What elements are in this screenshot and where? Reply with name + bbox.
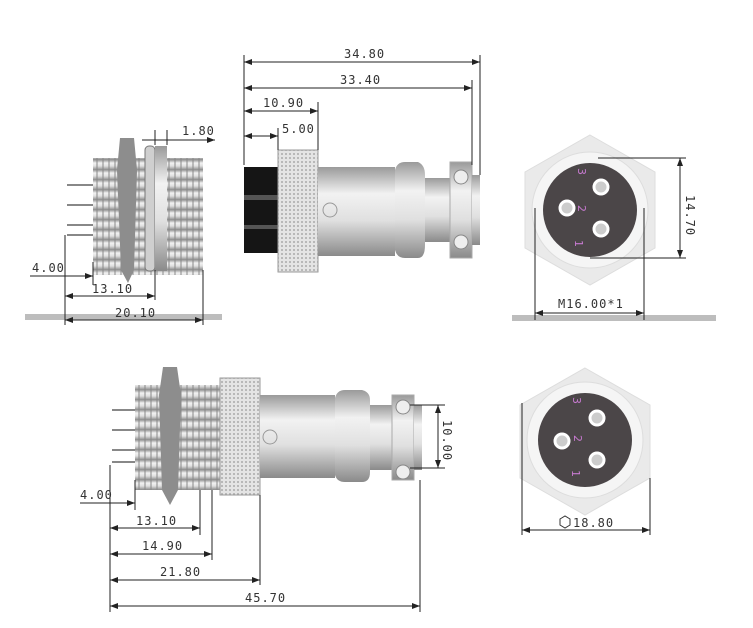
top-side-view: 1.80 4.00 13.10 20.10 (25, 124, 222, 325)
hex-nut (117, 138, 137, 283)
dim-13-10: 13.10 (136, 514, 177, 528)
dim-33-40: 33.40 (340, 73, 381, 87)
dim-20-10: 20.10 (115, 306, 156, 320)
dim-10-90: 10.90 (263, 96, 304, 110)
dim-14-70: 14.70 (683, 195, 697, 236)
plug-body (318, 167, 395, 256)
dim-1-80: 1.80 (182, 124, 215, 138)
top-plug-view: 34.80 33.40 10.90 5.00 (243, 47, 481, 273)
dim-34-80: 34.80 (344, 47, 385, 61)
dim-14-90: 14.90 (142, 539, 183, 553)
dim-18-80: 18.80 (573, 516, 614, 530)
dim-45-70: 45.70 (245, 591, 286, 605)
dim-5-00: 5.00 (282, 122, 315, 136)
dim-21-80: 21.80 (160, 565, 201, 579)
hex-symbol-icon (559, 515, 571, 529)
connector-face (538, 393, 632, 487)
bottom-side-view: 10.00 4.00 13.10 14.90 21.80 45.70 (80, 367, 454, 612)
dim-4-00: 4.00 (80, 488, 113, 502)
top-face-view: 3 2 1 14.70 M16.00*1 (512, 134, 716, 321)
dim-10-00: 10.00 (440, 420, 454, 461)
pin-label-2: 2 (575, 205, 588, 212)
pin-label-3: 3 (575, 168, 588, 175)
bottom-face-view: 3 2 1 18.80 (519, 367, 651, 535)
knurled-nut (277, 149, 319, 273)
dim-13-10: 13.10 (92, 282, 133, 296)
plug-insert (244, 167, 278, 253)
pin-label-1: 1 (569, 470, 582, 477)
hex-nut (159, 367, 181, 505)
pin-label-2: 2 (571, 435, 584, 442)
pin-label-1: 1 (572, 240, 585, 247)
pins (67, 184, 93, 236)
dim-4-00: 4.00 (32, 261, 65, 275)
pin-label-3: 3 (570, 397, 583, 404)
knurled-nut (219, 377, 261, 496)
connector-face (543, 163, 637, 257)
dim-m16: M16.00*1 (558, 297, 624, 311)
